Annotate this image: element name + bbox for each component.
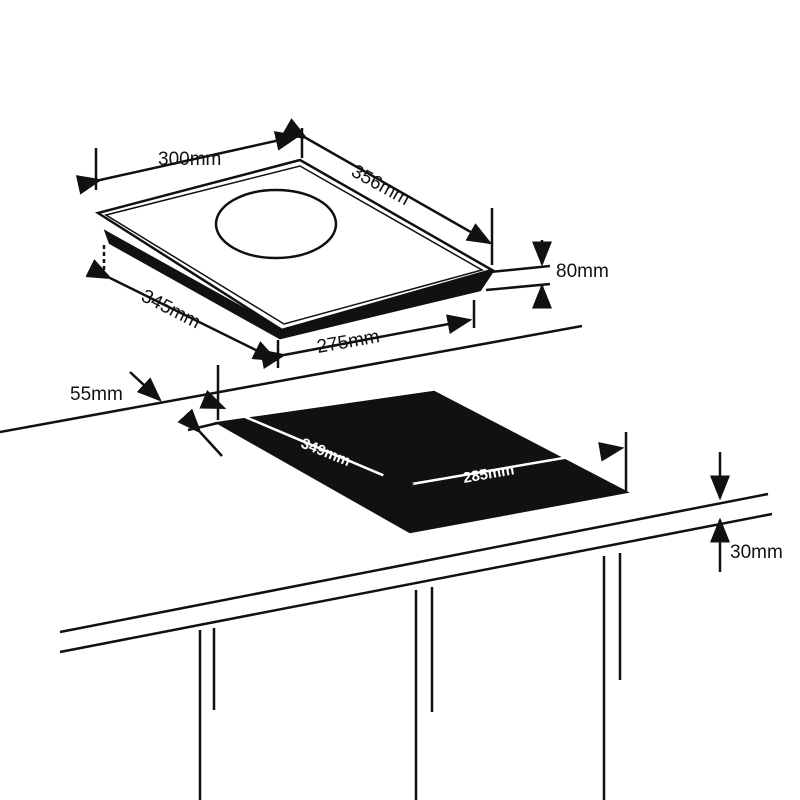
hob-height-label: 80mm bbox=[556, 261, 609, 282]
cutout bbox=[214, 390, 630, 534]
hob-width-label: 300mm bbox=[158, 149, 221, 170]
base-width-label: 275mm bbox=[315, 326, 381, 358]
edge-clearance-label: 55mm bbox=[70, 384, 123, 405]
counter-thickness-label: 30mm bbox=[730, 542, 783, 563]
base-depth-label: 345mm bbox=[138, 286, 204, 333]
